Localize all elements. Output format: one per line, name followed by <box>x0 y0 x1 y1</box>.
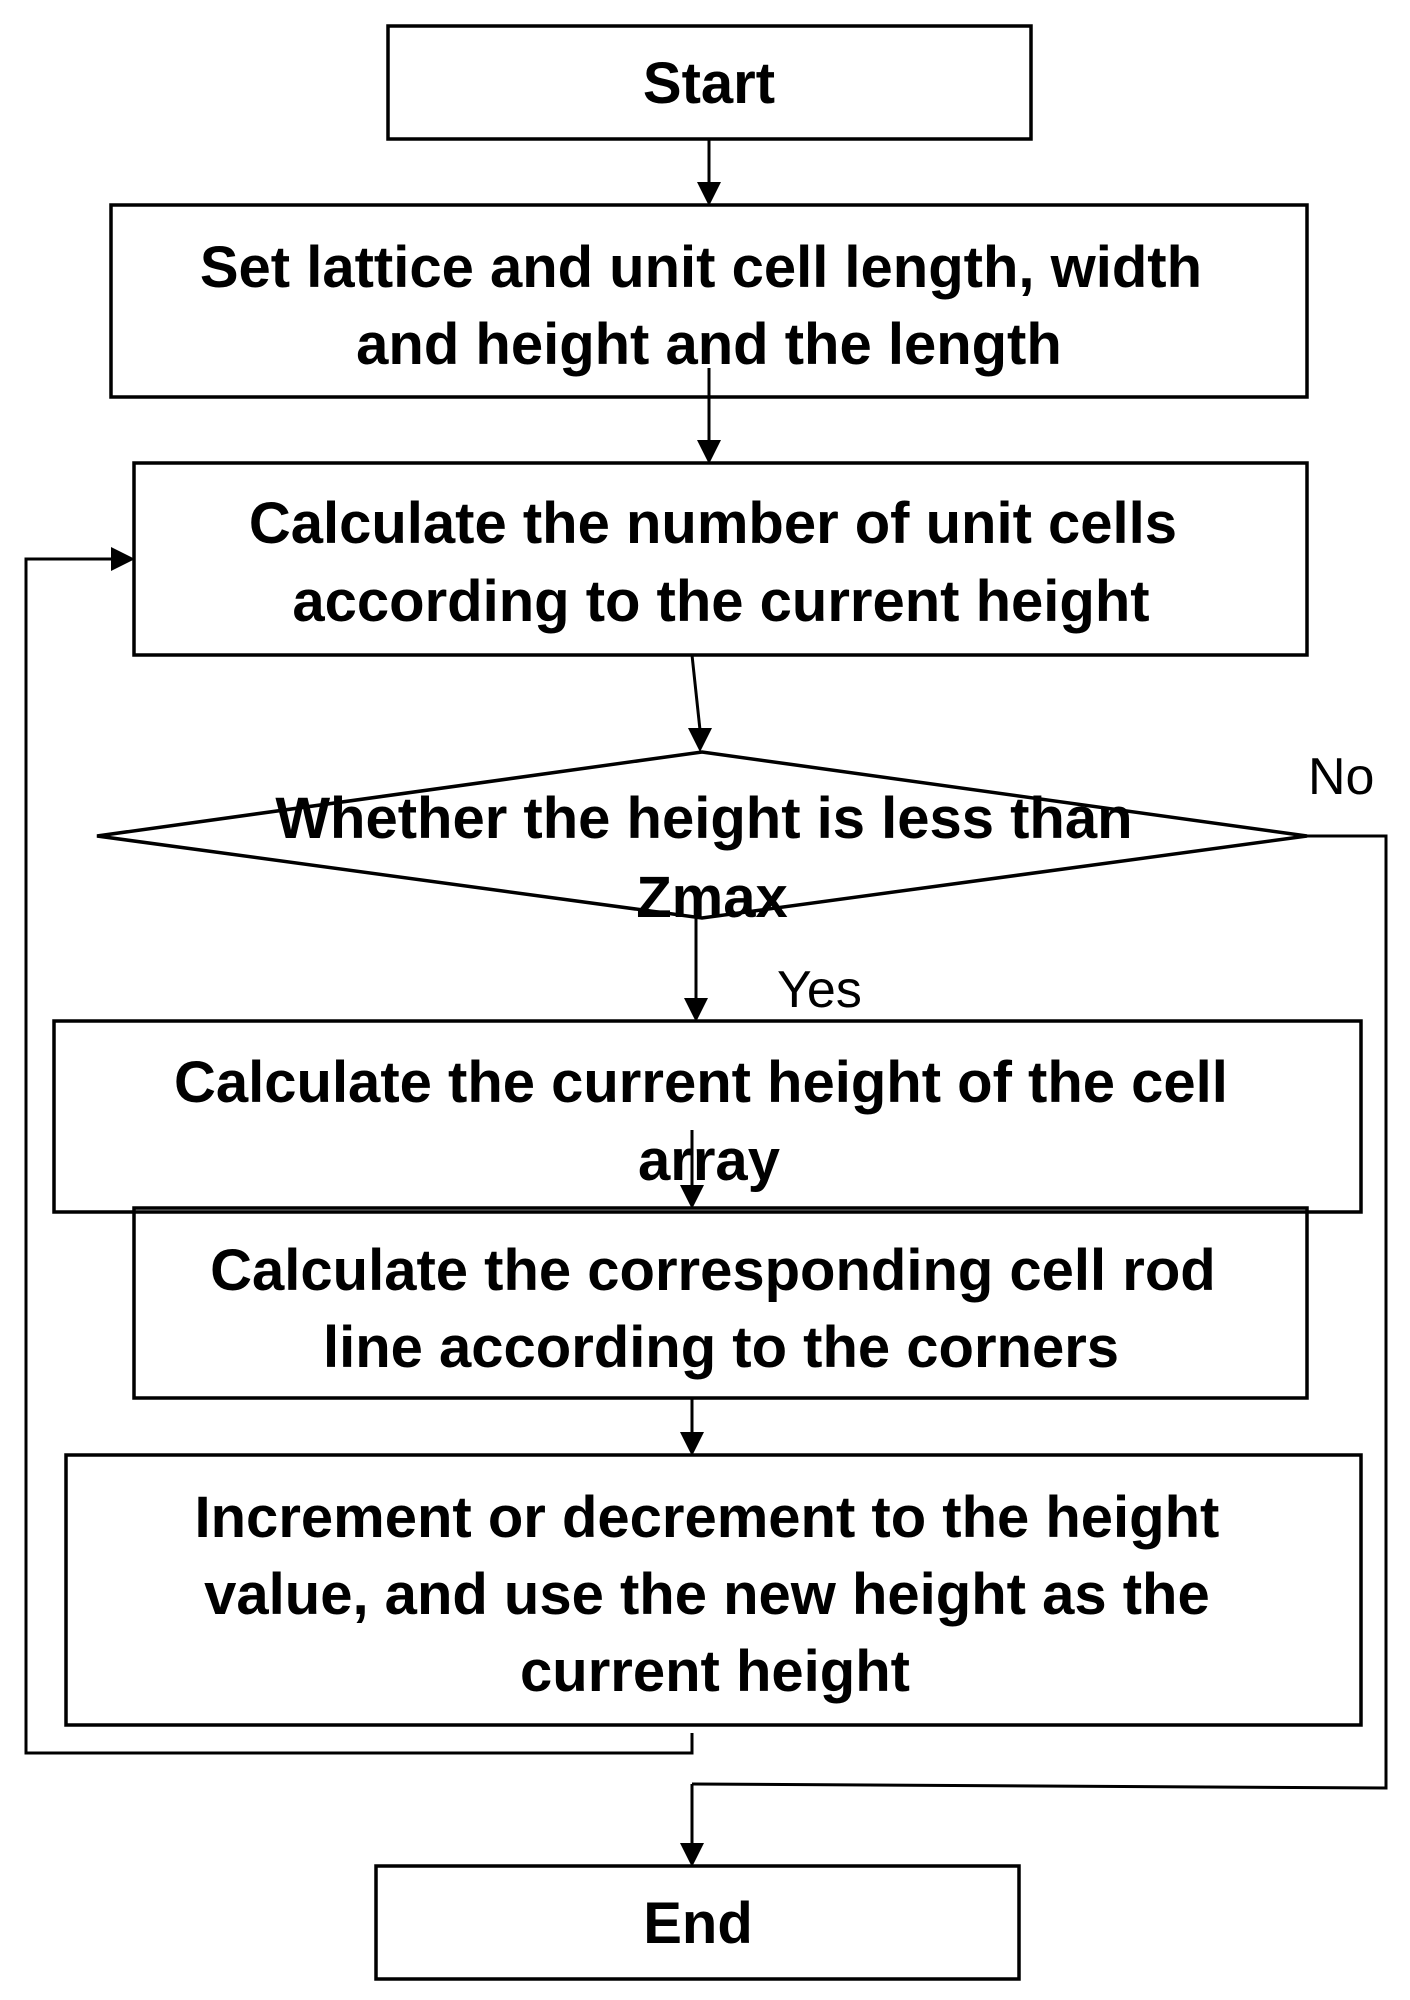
decision-label: Whether the height is less than Zmax <box>275 786 1148 930</box>
edge-no-branch <box>691 834 1388 1790</box>
no-label: No <box>1308 748 1374 806</box>
yes-label: Yes <box>777 961 862 1019</box>
edges <box>24 139 1388 1867</box>
calc-rod-label: Calculate the corresponding cell rod lin… <box>210 1238 1232 1380</box>
edge-calc-number-to-decision <box>690 654 702 731</box>
calc-rod-node <box>132 1206 1309 1400</box>
end-label: End <box>643 1891 753 1956</box>
set-lattice-label: Set lattice and unit cell length, width … <box>200 235 1218 377</box>
arrowhead-icon <box>688 728 712 752</box>
arrowhead-icon <box>684 998 708 1022</box>
calc-height-label: Calculate the current height of the cell… <box>174 1050 1244 1193</box>
end-node <box>374 1864 1021 1981</box>
start-label: Start <box>643 51 775 116</box>
arrowhead-icon <box>680 1432 704 1456</box>
arrowhead-icon <box>697 182 721 206</box>
increment-label: Increment or decrement to the height val… <box>195 1485 1236 1704</box>
calc-number-label: Calculate the number of unit cells accor… <box>249 491 1193 634</box>
arrowhead-icon <box>697 440 721 464</box>
arrowhead-icon <box>680 1185 704 1209</box>
calc-height-node <box>52 1019 1363 1214</box>
increment-node <box>64 1453 1363 1727</box>
edge-loop-back <box>24 557 694 1755</box>
arrowhead-icon <box>680 1843 704 1867</box>
arrowhead-icon <box>111 547 135 571</box>
